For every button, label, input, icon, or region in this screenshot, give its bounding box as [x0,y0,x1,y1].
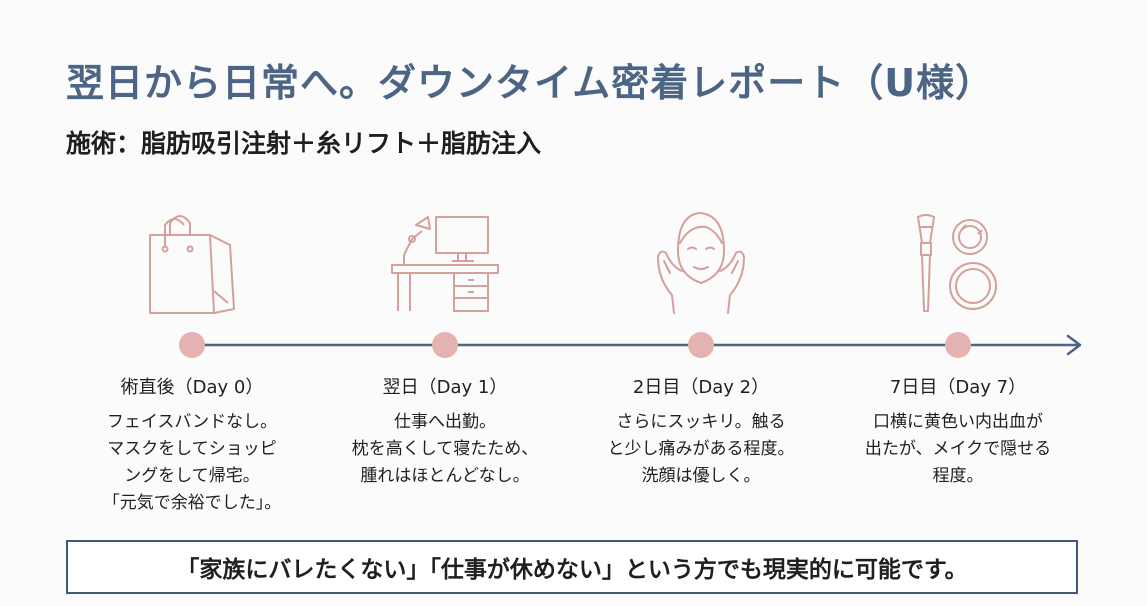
step-description-line: ングをして帰宅。 [124,466,260,486]
step-label: 2日目（Day 2） [632,377,770,398]
timeline-dot [945,332,971,358]
page-title: 翌日から日常へ。ダウンタイム密着レポート（U様） [66,61,995,105]
timeline-dot [688,332,714,358]
desk-computer-icon [391,216,499,312]
page-subtitle: 施術：脂肪吸引注射＋糸リフト＋脂肪注入 [66,129,542,158]
step-description-line: フェイスバンドなし。 [106,412,278,432]
step-description-line: 程度。 [932,466,984,486]
step-description-line: さらにスッキリ。触る [616,412,786,432]
shopping-bag-icon [149,215,235,314]
step-label: 7日目（Day 7） [889,377,1027,398]
makeup-brush-compact-icon [917,214,997,312]
step-description: 口横に黄色い内出血が 出たが、メイクで隠せる 程度。 [828,409,1088,490]
step-description-line: 枕を高くして寝たため、 [351,439,539,459]
step-description-line: 口横に黄色い内出血が [873,412,1043,432]
step-description-line: と少し痛みがある程度。 [607,439,795,459]
step-label: 翌日（Day 1） [382,377,508,398]
timeline-arrowhead [1066,334,1082,356]
step-description: フェイスバンドなし。 マスクをしてショッピ ングをして帰宅。 「元気で余裕でした… [62,409,322,517]
step-description-line: 「元気で余裕でした」。 [102,493,282,513]
step-description-line: マスクをしてショッピ [107,439,277,459]
step-description-line: 仕事へ出勤。 [394,412,496,432]
timeline-graphics [149,212,1082,358]
step-description: さらにスッキリ。触る と少し痛みがある程度。 洗顔は優しく。 [571,409,831,490]
face-hands-icon [657,212,745,314]
message-text: 「家族にバレたくない」「仕事が休めない」という方でも現実的に可能です。 [176,557,968,583]
step-description-line: 洗顔は優しく。 [641,466,761,486]
step-description-line: 腫れはほとんどなし。 [360,466,530,486]
timeline-dot [432,332,458,358]
step-description: 仕事へ出勤。 枕を高くして寝たため、 腫れはほとんどなし。 [315,409,575,490]
message-box: 「家族にバレたくない」「仕事が休めない」という方でも現実的に可能です。 [66,540,1078,594]
timeline-dot [179,332,205,358]
step-label: 術直後（Day 0） [120,377,264,398]
step-description-line: 出たが、メイクで隠せる [864,439,1052,459]
timeline: 術直後（Day 0） フェイスバンドなし。 マスクをしてショッピ ングをして帰宅… [0,195,1147,525]
